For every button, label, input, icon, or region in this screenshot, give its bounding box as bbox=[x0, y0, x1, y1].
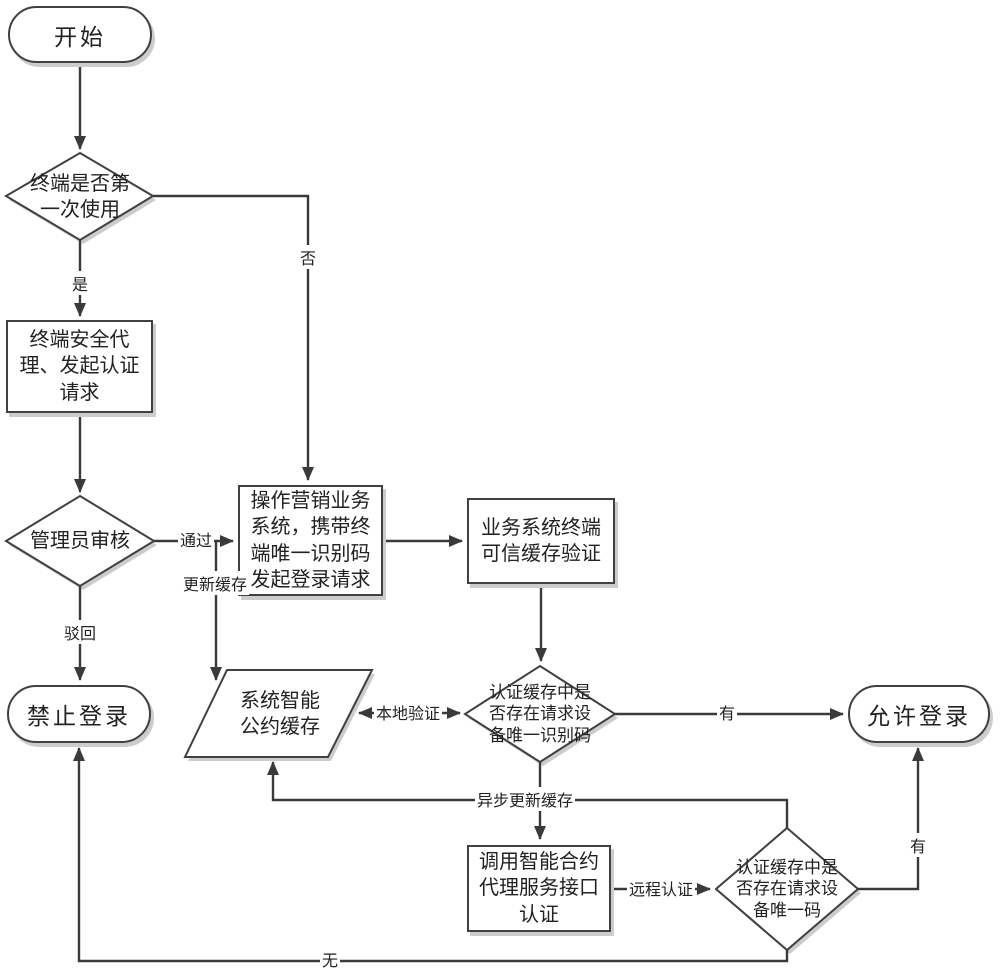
edge-label-reject: 驳回 bbox=[61, 620, 99, 644]
edge-label-async-update: 异步更新缓存 bbox=[474, 787, 576, 811]
node-call-contract-api: 调用智能合约 代理服务接口 认证 bbox=[467, 845, 611, 932]
edge-label-exists-right: 有 bbox=[716, 700, 738, 724]
edge-label-pass: 通过 bbox=[177, 527, 215, 551]
edge-label-update-cache: 更新缓存 bbox=[180, 571, 250, 595]
node-remote-cache-has-id-decision: 认证缓存中是 否存在请求设 备唯一码 bbox=[736, 858, 838, 920]
node-first-use-decision: 终端是否第 一次使用 bbox=[30, 173, 130, 221]
edge-label-remote-auth: 远程认证 bbox=[626, 876, 696, 900]
edge-label-no: 否 bbox=[297, 245, 319, 269]
edge-label-yes: 是 bbox=[69, 271, 91, 295]
node-smart-contract-cache: 系统智能 公约缓存 bbox=[240, 689, 320, 738]
node-forbid-login: 禁止登录 bbox=[7, 685, 151, 743]
edge-label-exists-up: 有 bbox=[907, 833, 929, 857]
data-smart-contract-cache-shape bbox=[183, 669, 374, 758]
node-admin-review-decision: 管理员审核 bbox=[30, 530, 130, 552]
edge-no-to-operate bbox=[153, 194, 314, 481]
node-cache-has-device-id-decision: 认证缓存中是 否存在请求设 备唯一识别码 bbox=[489, 683, 591, 745]
node-operate-marketing: 操作营销业务 系统，携带终 端唯一识别码 发起登录请求 bbox=[238, 485, 383, 596]
node-start: 开始 bbox=[8, 6, 152, 63]
edge-remote-exists-to-allow bbox=[858, 747, 924, 891]
node-allow-login: 允许登录 bbox=[848, 685, 990, 743]
edge-label-local-verify: 本地验证 bbox=[373, 700, 443, 724]
edge-none-to-forbid bbox=[73, 747, 789, 963]
node-trusted-cache-verify: 业务系统终端 可信缓存验证 bbox=[467, 498, 615, 584]
node-security-agent: 终端安全代 理、发起认证 请求 bbox=[6, 320, 153, 413]
edge-label-none: 无 bbox=[319, 947, 341, 971]
